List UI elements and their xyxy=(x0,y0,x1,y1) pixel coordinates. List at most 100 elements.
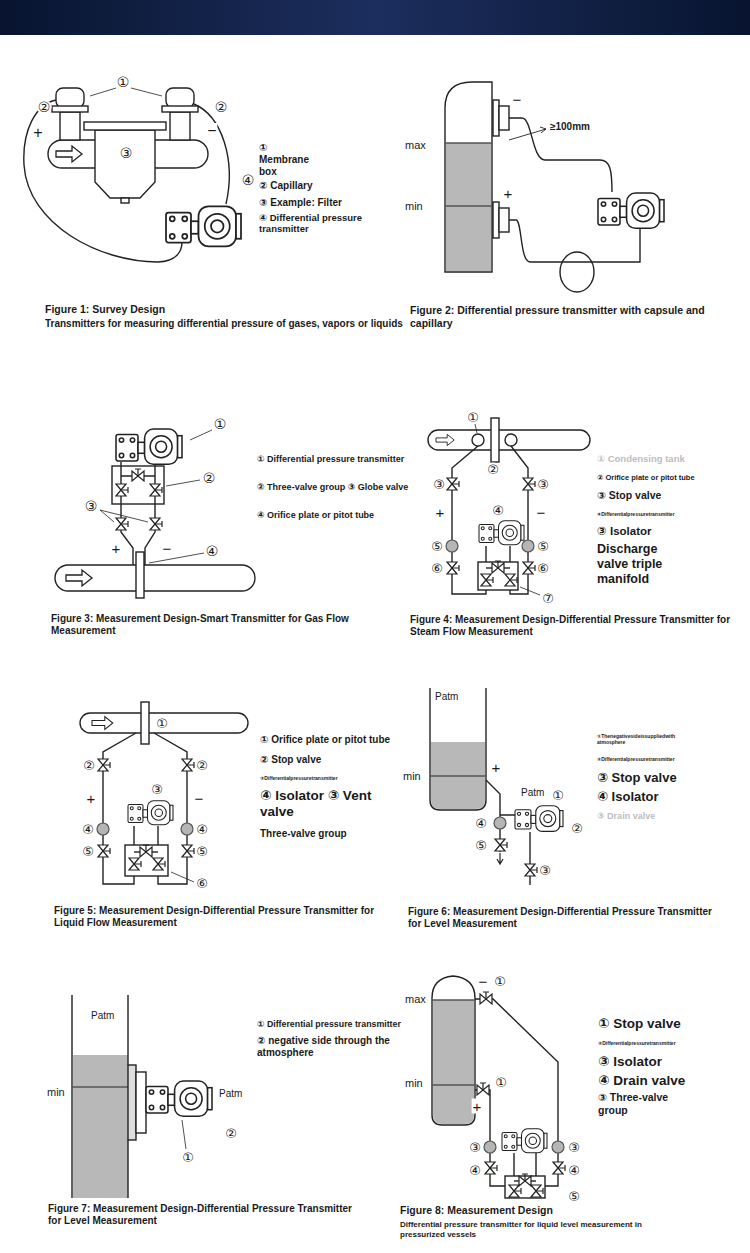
polarity-sign: − xyxy=(206,123,217,139)
callout-number: ⑤ xyxy=(81,845,95,858)
figure-1-drawing xyxy=(90,88,162,96)
figure-8-drawing xyxy=(475,999,558,1186)
figure-5-drawing xyxy=(103,733,187,884)
figure-4-drawing xyxy=(491,418,499,462)
callout-number: ⑤ xyxy=(567,1190,581,1203)
figure-5-drawing xyxy=(125,845,168,876)
figure-4-drawing xyxy=(428,430,590,450)
figure-3-drawing xyxy=(150,518,162,530)
callout-number: ④ xyxy=(567,1164,581,1177)
figure-4-drawing xyxy=(475,424,540,595)
figure-8-drawing xyxy=(433,1000,474,1124)
figure-6-drawing xyxy=(430,775,486,776)
figure-4-drawing xyxy=(523,562,535,574)
figure-3-drawing xyxy=(116,518,128,530)
figure-4-drawing xyxy=(481,574,493,586)
figure-4-drawing xyxy=(492,561,504,573)
figure-3-drawing xyxy=(116,484,128,496)
callout-number: ② xyxy=(202,471,217,485)
figure-2-drawing xyxy=(509,118,612,192)
legend-text: ② negative side through the atmosphere xyxy=(256,1035,408,1059)
figure-1-drawing xyxy=(170,112,190,140)
callout-number: ③ xyxy=(150,783,164,796)
legend-text: ②Differentialpressuretransmitter xyxy=(596,756,676,762)
figure-7-drawing xyxy=(128,1065,136,1140)
callout-number: ③ xyxy=(84,499,99,513)
callout-number: ② xyxy=(195,759,209,772)
legend-text: ② Orifice plate or pitot tube xyxy=(596,473,696,482)
legend-text: ③ Isolator xyxy=(597,1054,663,1070)
figure-2-drawing xyxy=(598,193,664,228)
legend-text: ① Stop valve xyxy=(597,1016,682,1032)
callout-number: ⑥ xyxy=(195,877,209,890)
callout-number: ⑥ xyxy=(430,562,444,575)
polarity-sign: + xyxy=(32,125,43,141)
polarity-sign: + xyxy=(111,541,122,556)
figure-4-drawing xyxy=(472,434,484,446)
callout-number: ② xyxy=(486,463,500,476)
figure-8-drawing xyxy=(552,1141,564,1153)
figure-5-drawing xyxy=(141,702,149,744)
legend-text: ④Differentialpressuretransmitter xyxy=(596,511,676,517)
figure-6-drawing xyxy=(486,780,515,852)
polarity-sign: − xyxy=(194,791,205,806)
figure-2-drawing xyxy=(445,205,492,206)
legend-text: ① Membrane box xyxy=(258,142,318,178)
figure-4-drawing xyxy=(447,478,459,490)
callout-number: ⑤ xyxy=(195,845,209,858)
figure-3-drawing xyxy=(121,462,155,565)
callout-number: ② xyxy=(37,100,52,114)
figure-caption: Figure 8: Measurement Design xyxy=(399,1204,554,1217)
legend-text: ④ Isolator ③ Vent valve xyxy=(259,788,379,820)
figure-8-drawing xyxy=(480,992,492,1004)
figure-1-drawing xyxy=(95,130,155,198)
callout-number: ③ xyxy=(119,146,134,160)
figure-6-drawing xyxy=(430,688,486,810)
callout-number: ④ xyxy=(81,823,95,836)
figure-1-drawing xyxy=(24,88,241,262)
figure-1-drawing xyxy=(166,206,241,246)
figure-4-drawing xyxy=(522,540,534,552)
figure-3-drawing xyxy=(55,565,255,591)
legend-text: ③Differentialpressuretransmitter xyxy=(259,775,339,781)
figure-7-drawing xyxy=(182,1120,186,1149)
legend-text: Three-valve group xyxy=(259,828,348,840)
figure-2-drawing xyxy=(493,202,499,238)
figure-7-drawing xyxy=(73,1055,128,1198)
figure-5-drawing xyxy=(97,823,109,835)
figure-1-drawing xyxy=(166,88,194,108)
figure-8-drawing xyxy=(519,1174,531,1186)
figure-4-drawing xyxy=(523,478,535,490)
figure-8-drawing xyxy=(432,1084,475,1085)
figure-5-drawing xyxy=(182,845,194,857)
figure-5-drawing xyxy=(140,845,152,857)
figure-2-drawing xyxy=(446,143,491,271)
callout-number: ⑥ xyxy=(536,562,550,575)
part-label: min xyxy=(404,1077,424,1090)
figure-4-drawing xyxy=(436,434,454,445)
legend-text: ① Differential pressure transmitter xyxy=(256,454,405,465)
figure-4-drawing xyxy=(446,540,458,552)
figure-7-drawing xyxy=(146,1081,212,1116)
figure-2-drawing xyxy=(509,129,546,140)
figure-7-drawing xyxy=(72,1086,128,1087)
legend-text: ③ Example: Filter xyxy=(258,197,343,209)
figure-caption: Figure 7: Measurement Design-Differentia… xyxy=(47,1203,369,1227)
legend-text: ③ Isolator xyxy=(596,525,652,539)
figure-4-drawing xyxy=(428,418,590,595)
callout-number: ① xyxy=(181,1151,195,1164)
callout-number: ③ xyxy=(536,478,550,491)
polarity-sign: + xyxy=(503,186,514,201)
callout-number: ④ xyxy=(205,544,220,558)
callout-number: ① xyxy=(494,1076,508,1089)
figure-6-drawing xyxy=(515,806,563,832)
figure-1-drawing xyxy=(56,88,84,108)
legend-text: ③ Stop valve xyxy=(596,770,678,786)
figure-3-drawing xyxy=(66,570,92,586)
part-label: Patm xyxy=(520,787,545,799)
figure-2-drawing xyxy=(509,220,640,262)
figure-6-drawing xyxy=(494,817,506,829)
callout-number: ② xyxy=(82,759,96,772)
callout-number: ① xyxy=(116,75,131,89)
figure-1-drawing xyxy=(84,122,166,130)
